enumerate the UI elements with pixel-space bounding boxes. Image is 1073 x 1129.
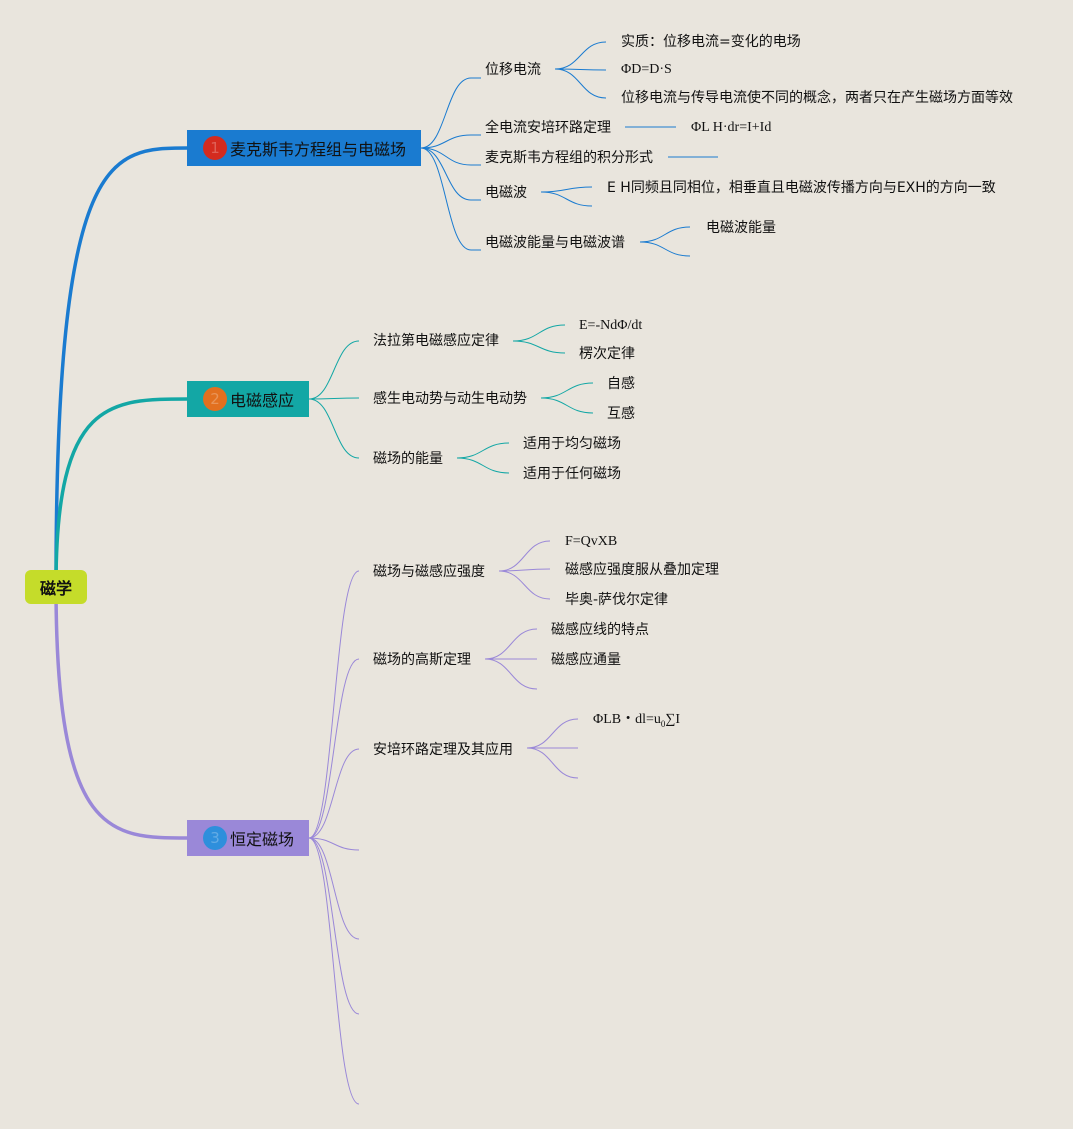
to-faraday-leaf	[512, 340, 566, 354]
leaf-em-energy[interactable]: 电磁波能量	[706, 220, 776, 236]
to-wave	[420, 147, 472, 201]
branch-label: 恒定磁场	[230, 830, 295, 849]
root-node[interactable]: 磁学	[25, 570, 87, 604]
number-badge-1: 1	[203, 136, 227, 160]
node-induced-motional-emf[interactable]: 感生电动势与动生电动势	[373, 391, 527, 407]
leaf-ampere-circuital-formula[interactable]: ΦLB・dl=u0∑I	[593, 712, 681, 729]
node-displacement-current[interactable]: 位移电流	[485, 62, 541, 78]
leaf-magnetic-flux[interactable]: 磁感应通量	[551, 652, 621, 668]
branch-steady-field[interactable]: 3 恒定磁场	[187, 820, 309, 856]
leaf-eh-phase[interactable]: E H同频且同相位，相垂直且电磁波传播方向与EXH的方向一致	[607, 180, 996, 196]
leaf-essence[interactable]: 实质：位移电流=变化的电场	[621, 34, 801, 50]
to-wave-leaf	[540, 186, 593, 193]
leaf-mutual-inductance[interactable]: 互感	[607, 406, 635, 422]
leaf-field-line-features[interactable]: 磁感应线的特点	[551, 622, 649, 638]
leaf-biot-savart[interactable]: 毕奥-萨伐尔定律	[565, 592, 669, 608]
node-maxwell-integral[interactable]: 麦克斯韦方程组的积分形式	[485, 150, 653, 166]
root-label: 磁学	[39, 579, 72, 598]
branch-induction[interactable]: 2 电磁感应	[187, 381, 309, 417]
branch-maxwell[interactable]: 1 麦克斯韦方程组与电磁场	[187, 130, 421, 166]
to-faraday-leaf	[512, 324, 566, 342]
to-induction-node	[308, 398, 360, 459]
leaf-ampere-formula[interactable]: ΦL H·dr=I+Id	[691, 120, 772, 135]
branch-label: 电磁感应	[230, 391, 295, 410]
to-steady-node	[308, 837, 360, 940]
number-badge-3: 3	[203, 826, 227, 850]
to-displacement-leaf	[554, 41, 607, 70]
node-em-energy-spectrum[interactable]: 电磁波能量与电磁波谱	[485, 235, 625, 251]
number-badge-2: 2	[203, 387, 227, 411]
to-emf-leaf	[540, 397, 594, 414]
leaf-flux-d[interactable]: ΦD=D·S	[621, 62, 672, 77]
to-ampere-app-leaf	[526, 718, 579, 749]
root-connector	[54, 397, 189, 586]
to-field-leaf	[498, 540, 551, 572]
to-energy-leaf	[456, 442, 510, 459]
node-gauss-law-magnetism[interactable]: 磁场的高斯定理	[373, 652, 471, 668]
to-energy	[420, 147, 472, 251]
to-wave-leaf	[540, 191, 593, 207]
leaf-lenz-law[interactable]: 楞次定律	[579, 346, 635, 362]
leaf-any-field[interactable]: 适用于任何磁场	[523, 466, 621, 482]
to-displacement-leaf	[554, 68, 607, 71]
to-field-leaf	[498, 570, 551, 600]
to-energy-leaf	[639, 241, 691, 257]
to-ampere-app-leaf	[526, 747, 579, 779]
root-connector	[54, 146, 189, 586]
to-integral	[420, 147, 472, 166]
leaf-emf-formula[interactable]: E=-NdΦ/dt	[579, 318, 643, 333]
leaf-uniform-field[interactable]: 适用于均匀磁场	[523, 436, 621, 452]
leaf-superposition[interactable]: 磁感应强度服从叠加定理	[565, 562, 719, 578]
leaf-lorentz-force[interactable]: F=QvXB	[565, 534, 618, 549]
node-total-current-ampere[interactable]: 全电流安培环路定理	[485, 120, 611, 136]
to-field-leaf	[498, 568, 551, 572]
to-ampere	[420, 134, 472, 149]
leaf-self-inductance[interactable]: 自感	[607, 376, 635, 392]
to-steady-node	[308, 658, 360, 839]
root-connector	[54, 584, 189, 840]
leaf-difference[interactable]: 位移电流与传导电流使不同的概念，两者只在产生磁场方面等效	[621, 90, 1013, 106]
to-steady-node	[308, 837, 360, 1105]
to-displacement	[420, 77, 472, 149]
node-magnetic-energy[interactable]: 磁场的能量	[373, 451, 443, 467]
to-induction-node	[308, 397, 360, 400]
to-steady-node	[308, 837, 360, 851]
node-em-wave[interactable]: 电磁波	[485, 185, 527, 201]
to-displacement-leaf	[554, 68, 607, 99]
to-gauss-leaf	[484, 628, 538, 660]
to-energy-leaf	[639, 226, 691, 243]
to-gauss-leaf	[484, 658, 538, 690]
node-ampere-law-applications[interactable]: 安培环路定理及其应用	[373, 742, 513, 758]
node-faraday-law[interactable]: 法拉第电磁感应定律	[373, 333, 499, 349]
to-steady-node	[308, 748, 360, 839]
to-steady-node	[308, 570, 360, 839]
to-steady-node	[308, 837, 360, 1015]
to-emf-leaf	[540, 382, 594, 399]
to-induction-node	[308, 340, 360, 400]
branch-label: 麦克斯韦方程组与电磁场	[230, 140, 407, 159]
to-energy-leaf	[456, 457, 510, 474]
node-field-and-induction[interactable]: 磁场与磁感应强度	[373, 564, 485, 580]
